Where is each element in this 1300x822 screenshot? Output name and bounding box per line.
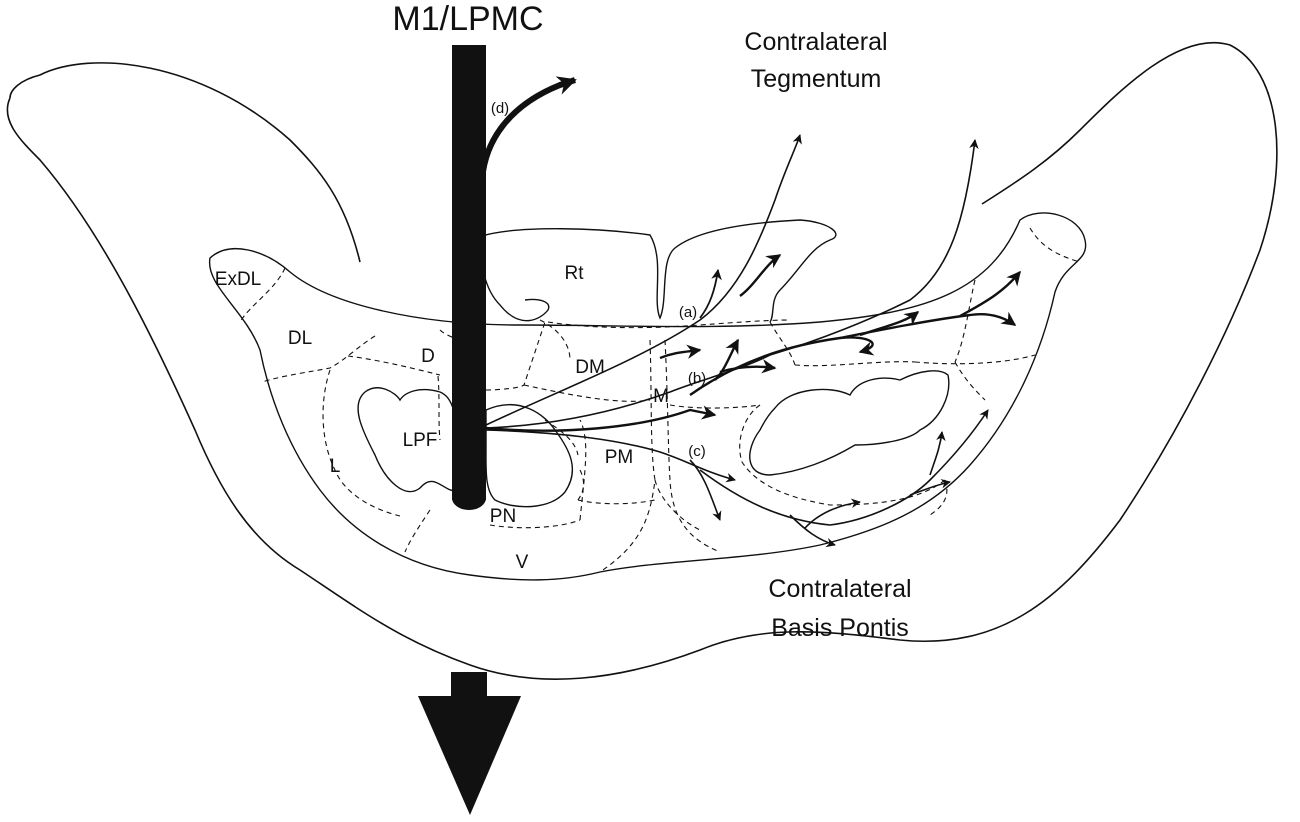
tegmentum-label-line2: Tegmentum [751,65,882,93]
region-dm: DM [575,357,605,378]
region-d: D [421,346,435,367]
region-m: M [653,386,669,407]
basis-pontis-outline [209,212,1087,581]
region-lpf: LPF [403,430,438,451]
right-peduncle-outline [749,370,950,476]
region-dl: DL [288,328,312,349]
rt-region-outline [480,219,837,323]
source-title: M1/LPMC [392,0,543,38]
region-rt: Rt [565,263,585,284]
tegmentum-label-line1: Contralateral [744,28,887,56]
pn-outline [485,404,574,508]
basis-pontis-label-line2: Basis Pontis [771,614,909,642]
pathway-d-arrow [479,76,577,181]
pathway-label-c: (c) [688,443,706,460]
region-v: V [516,552,529,573]
region-l: L [330,456,341,477]
pathway-label-a: (a) [679,304,697,321]
pathway-label-b: (b) [688,370,706,387]
region-exdl: ExDL [215,269,261,290]
descending-arrow [418,672,521,815]
region-pn: PN [490,506,516,527]
region-pm: PM [605,447,634,468]
corticofugal-tract [452,45,486,500]
basis-pontis-label-line1: Contralateral [768,575,911,603]
projection-fibers [485,134,1021,548]
pathway-label-d: (d) [491,100,509,117]
pons-outer-outline [6,42,1278,680]
